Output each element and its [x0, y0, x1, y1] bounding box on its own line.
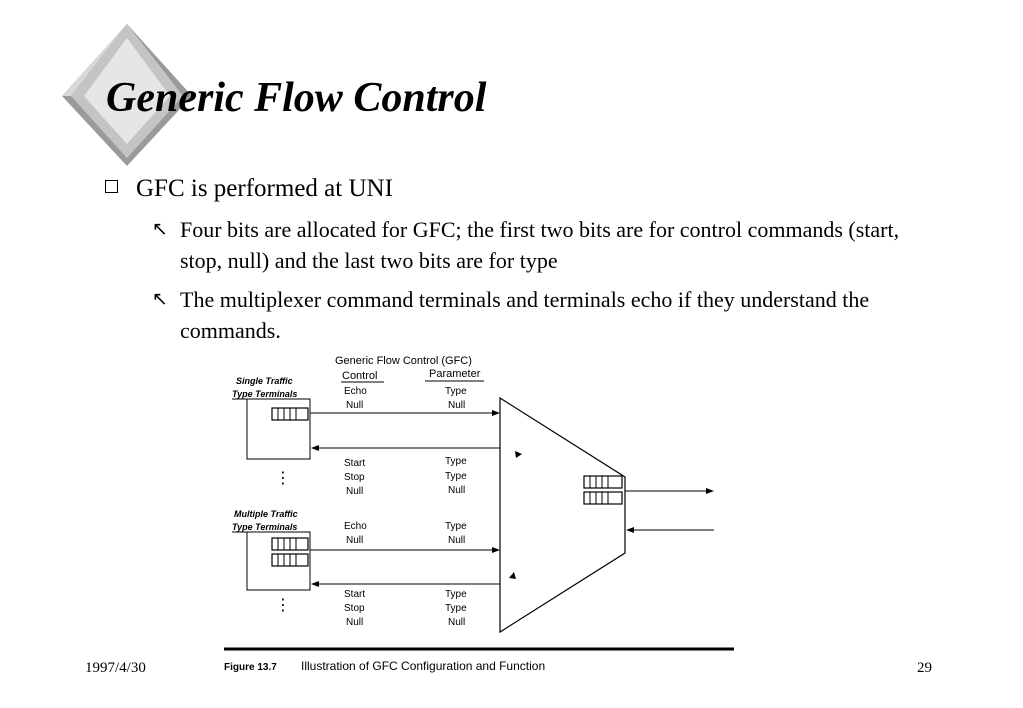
ellipsis-2: ⋮ — [275, 597, 291, 614]
g4-control-1: Start — [344, 589, 365, 600]
sub-bullet-1: ↖ Four bits are allocated for GFC; the f… — [152, 214, 932, 276]
sub-bullet-text: The multiplexer command terminals and te… — [180, 287, 870, 340]
arrow-bullet-icon: ↖ — [152, 288, 168, 310]
single-terminal-box — [246, 398, 311, 460]
multiplexer-shape — [499, 396, 626, 634]
column-parameter-label: Parameter — [429, 368, 481, 380]
gfc-figure: Generic Flow Control (GFC) Control Param… — [222, 350, 737, 680]
page-number: 29 — [917, 660, 932, 676]
g3-control-2: Null — [346, 535, 363, 546]
figure-caption-label: Figure 13.7 — [224, 662, 277, 673]
main-bullet: GFC is performed at UNI — [105, 174, 393, 204]
single-traffic-label: Single Traffic — [236, 376, 293, 386]
single-traffic-label-2: Type Terminals — [232, 389, 297, 399]
g1-control-1: Echo — [344, 386, 367, 397]
g2-control-2: Stop — [344, 472, 365, 483]
sub-bullet-text: Four bits are allocated for GFC; the fir… — [180, 217, 900, 273]
g4-control-2: Stop — [344, 603, 365, 614]
g4-param-3: Null — [448, 617, 465, 628]
g3-control-1: Echo — [344, 521, 367, 532]
g3-param-2: Null — [448, 535, 465, 546]
footer-date: 1997/4/30 — [85, 660, 146, 676]
g4-param-2: Type — [445, 603, 467, 614]
multiple-traffic-label-2: Type Terminals — [232, 522, 297, 532]
g2-param-3: Null — [448, 485, 465, 496]
g3-param-1: Type — [445, 521, 467, 532]
ellipsis-1: ⋮ — [275, 470, 291, 487]
g1-param-1: Type — [445, 386, 467, 397]
g2-control-1: Start — [344, 458, 365, 469]
arrow-bullet-icon: ↖ — [152, 218, 168, 240]
multiple-traffic-label: Multiple Traffic — [234, 509, 298, 519]
column-control-label: Control — [342, 370, 377, 382]
g2-control-3: Null — [346, 486, 363, 497]
figure-header: Generic Flow Control (GFC) — [335, 355, 472, 367]
sub-bullet-2: ↖ The multiplexer command terminals and … — [152, 284, 932, 340]
decorative-diamond — [42, 24, 192, 174]
g2-param-2: Type — [445, 471, 467, 482]
g4-control-3: Null — [346, 617, 363, 628]
figure-caption-text: Illustration of GFC Configuration and Fu… — [301, 659, 545, 673]
g1-control-2: Null — [346, 400, 363, 411]
main-bullet-text: GFC is performed at UNI — [136, 175, 393, 202]
multiple-terminal-box — [246, 531, 311, 591]
slide-title: Generic Flow Control — [106, 75, 487, 121]
square-bullet-icon — [105, 180, 118, 193]
g1-param-2: Null — [448, 400, 465, 411]
g4-param-1: Type — [445, 589, 467, 600]
g2-param-1: Type — [445, 456, 467, 467]
